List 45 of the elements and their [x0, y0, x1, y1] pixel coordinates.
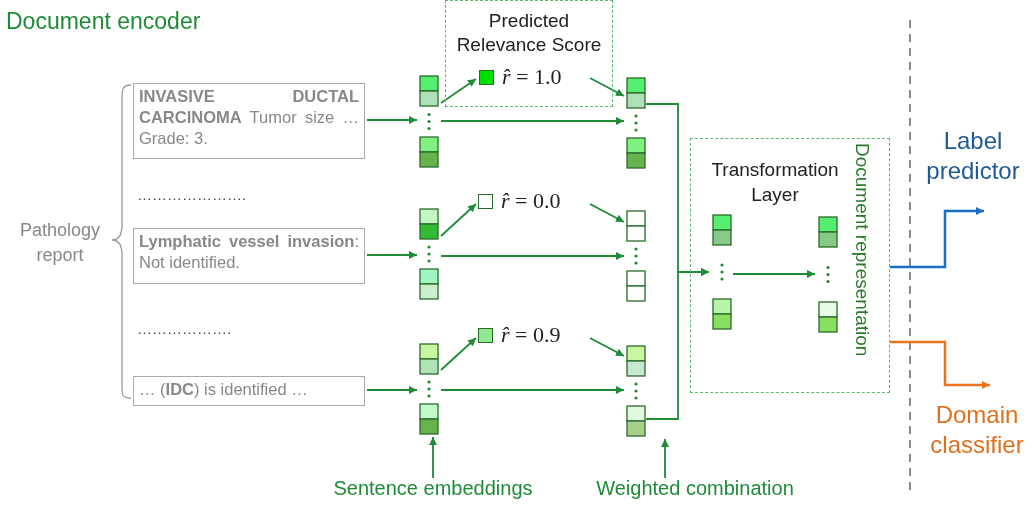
title: Document encoder: [6, 8, 201, 35]
arrow: [589, 337, 625, 357]
arrow: [890, 207, 984, 269]
arrow: [366, 251, 418, 259]
arrow: [440, 252, 625, 260]
ellipsis-dots: ………………….: [137, 186, 248, 203]
layer-title: Transformation Layer: [710, 158, 840, 207]
embedding-vector: [818, 216, 838, 333]
arrow: [440, 117, 625, 125]
arrow: [645, 268, 710, 420]
embedding-vector: [626, 210, 646, 302]
arrow: [440, 78, 477, 104]
arrow: [440, 337, 477, 371]
text-box: INVASIVE DUCTAL CARCINOMA Tumor size … Grade: 3.: [133, 83, 365, 159]
arrow: [661, 438, 669, 479]
text-box: Lymphatic vessel invasion: Not identified.: [133, 228, 365, 284]
ellipsis-dots: ……………….: [137, 320, 233, 337]
arrow: [440, 203, 477, 237]
dashed-box: [690, 138, 890, 393]
arrow: [589, 77, 625, 97]
embedding-vector: [419, 208, 439, 300]
embedding-vector: [712, 214, 732, 330]
annotation-label: Sentence embeddings: [318, 473, 548, 507]
bracket-label: Pathology report: [18, 219, 102, 267]
dashed-box: [445, 0, 613, 107]
output-label: Domain classifier: [918, 400, 1036, 466]
relevance-score: r̂ = 0.9: [501, 322, 561, 348]
embedding-vector: [626, 77, 646, 169]
relevance-score: r̂ = 0.0: [501, 188, 561, 214]
arrow: [890, 340, 990, 389]
arrow: [366, 116, 418, 124]
arrow: [732, 270, 816, 278]
output-label: Label predictor: [912, 126, 1034, 190]
arrow: [366, 386, 418, 394]
annotation-label: Weighted combination: [580, 473, 810, 507]
arrow: [589, 203, 625, 223]
embedding-vector: [419, 75, 439, 168]
relevance-score: r̂ = 1.0: [502, 64, 562, 90]
vertical-label: Document representation: [851, 143, 873, 357]
embedding-vector: [626, 345, 646, 437]
box-heading: Predicted Relevance Score: [455, 9, 603, 57]
arrow: [429, 436, 437, 479]
arrow: [440, 386, 625, 394]
text-box: … (IDC) is identified …: [133, 376, 365, 406]
embedding-vector: [419, 343, 439, 435]
